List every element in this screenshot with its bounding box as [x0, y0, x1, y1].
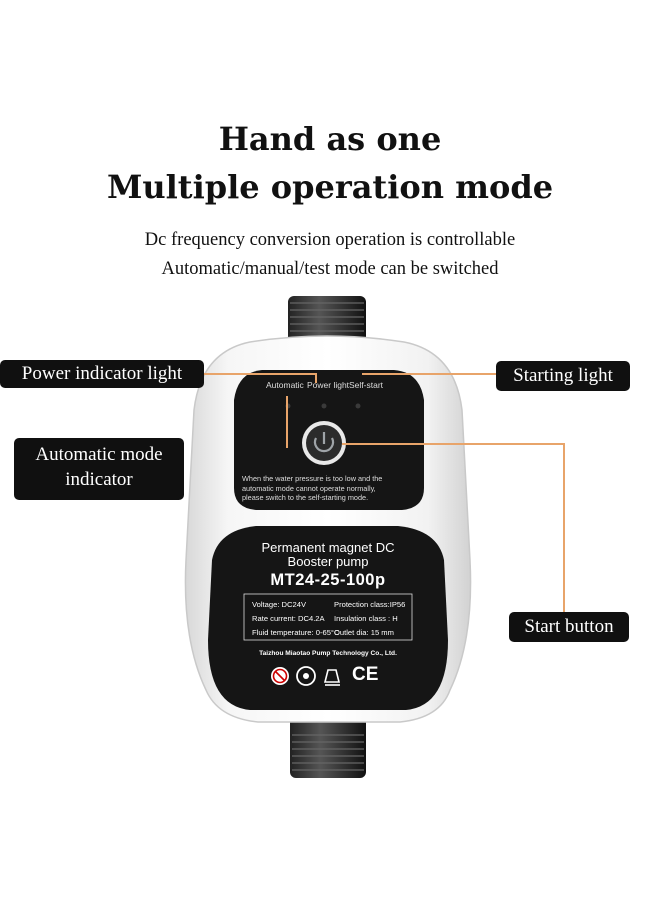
panel-note-line-2: automatic mode cannot operate normally,	[242, 483, 376, 493]
callout-automatic-line-2: indicator	[65, 469, 133, 490]
nameplate-title-line-1: Permanent magnet DC	[261, 540, 395, 555]
leader-line-start-horizontal	[342, 443, 564, 445]
callout-starting-light: Starting light	[496, 361, 630, 391]
heading-line-1: Hand as one	[218, 120, 442, 158]
callout-automatic-line-1: Automatic mode	[35, 444, 163, 465]
manufacturer-name: Taizhou Miaotao Pump Technology Co., Ltd…	[259, 650, 397, 657]
spec-insulation: Insulation class : H	[334, 614, 398, 623]
callout-power-indicator-light: Power indicator light	[0, 360, 204, 388]
leader-line-start-vertical	[563, 443, 565, 613]
ce-mark: CE	[352, 664, 379, 685]
start-button[interactable]	[302, 421, 346, 465]
certification-icons	[271, 666, 341, 686]
heading-line-2: Multiple operation mode	[106, 168, 554, 206]
callout-start-button: Start button	[509, 612, 629, 642]
power-light-label: Power light	[307, 380, 350, 390]
leader-line-automatic-vertical	[286, 396, 288, 448]
leader-line-power	[204, 373, 316, 375]
power-indicator-light	[321, 403, 327, 409]
spec-box	[243, 593, 413, 641]
self-start-indicator-light	[355, 403, 361, 409]
model-number: MT24-25-100p	[270, 571, 386, 589]
leader-line-automatic-horizontal	[184, 446, 288, 448]
panel-note-line-1: When the water pressure is too low and t…	[242, 474, 383, 483]
panel-note-line-3: please switch to the self-starting mode.	[242, 493, 369, 502]
callout-automatic-mode-indicator: Automatic mode indicator	[14, 438, 184, 500]
panel-note: When the water pressure is too low and t…	[242, 474, 418, 503]
nameplate-title-line-2: Booster pump	[287, 554, 369, 569]
spec-voltage: Voltage: DC24V	[252, 600, 307, 609]
leader-line-power-drop	[315, 373, 317, 383]
subheading-line-2: Automatic/manual/test mode can be switch…	[161, 259, 499, 279]
spec-protection: Protection class:IP56	[334, 600, 406, 609]
spec-outlet: Outlet dia: 15 mm	[334, 628, 394, 637]
leader-line-starting	[362, 373, 496, 375]
nameplate	[208, 526, 448, 710]
automatic-indicator-label: Automatic	[266, 380, 304, 390]
self-start-label: Self-start	[349, 380, 384, 390]
subheading-line-1: Dc frequency conversion operation is con…	[144, 230, 516, 250]
bottom-pipe-connector	[290, 708, 366, 778]
nameplate-title: Permanent magnet DC Booster pump	[220, 541, 436, 569]
spec-fluid-temperature: Fluid temperature: 0-65°C	[252, 628, 340, 637]
spec-current: Rate current: DC4.2A	[252, 614, 325, 623]
